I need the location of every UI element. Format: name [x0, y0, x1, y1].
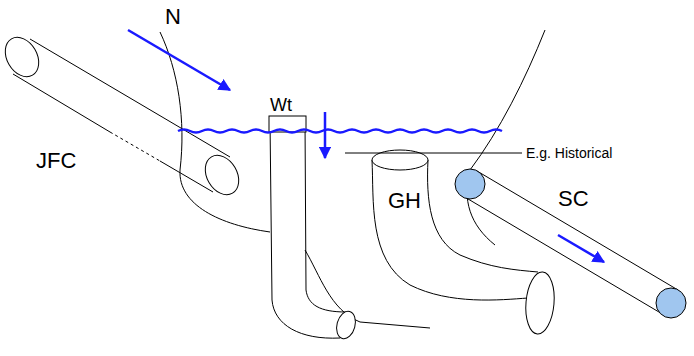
part-label: Wt	[270, 96, 292, 114]
part-label: SC	[558, 188, 589, 210]
leader-line	[345, 153, 522, 154]
flow-arrow	[558, 235, 604, 262]
inflow-arrow	[128, 30, 230, 90]
part-label: JFC	[36, 150, 76, 172]
water-surface	[178, 130, 502, 133]
flow-label: N	[165, 6, 181, 28]
jfc-pipe	[0, 31, 245, 200]
gh-tube	[372, 150, 557, 335]
note-label: E.g. Historical	[526, 146, 612, 160]
part-label: GH	[388, 190, 421, 212]
down-arrow	[324, 112, 327, 158]
sc-pipe	[455, 169, 686, 318]
basin-outline	[467, 30, 545, 245]
wt-tube	[269, 116, 358, 341]
basin-outline	[305, 250, 430, 328]
